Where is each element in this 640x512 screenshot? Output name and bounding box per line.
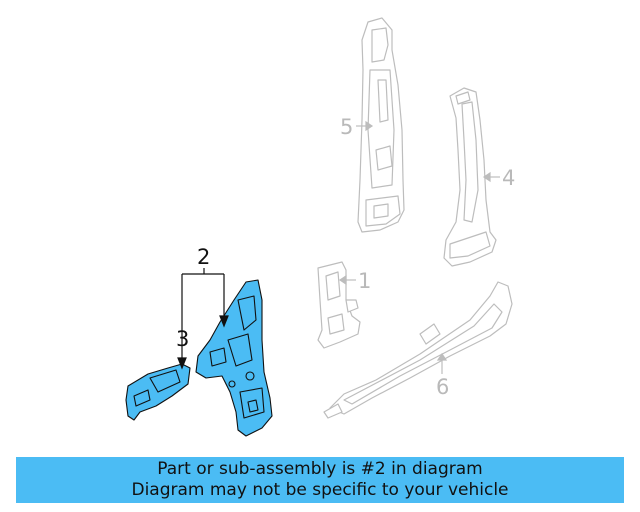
callout-1: 1 — [358, 269, 371, 293]
parts-diagram: 2 3 5 4 1 6 — [125, 17, 515, 437]
part-3-highlighted — [125, 363, 191, 421]
leader-lines-muted — [338, 120, 500, 374]
part-1-bracket — [317, 261, 361, 349]
leader-lines-active — [177, 268, 229, 370]
part-5-pillar — [357, 17, 405, 233]
part-6-rocker — [323, 281, 513, 419]
banner-line-disclaimer: Diagram may not be specific to your vehi… — [131, 480, 509, 500]
info-banner: Part or sub-assembly is #2 in diagram Di… — [16, 457, 624, 503]
callout-3: 3 — [176, 327, 189, 351]
part-2-highlighted — [195, 279, 273, 437]
callout-4: 4 — [502, 166, 515, 190]
callout-5: 5 — [340, 115, 353, 139]
callout-2: 2 — [197, 245, 210, 269]
banner-line-part: Part or sub-assembly is #2 in diagram — [157, 459, 483, 479]
callout-6: 6 — [436, 375, 449, 399]
part-4-pillar — [443, 87, 497, 267]
